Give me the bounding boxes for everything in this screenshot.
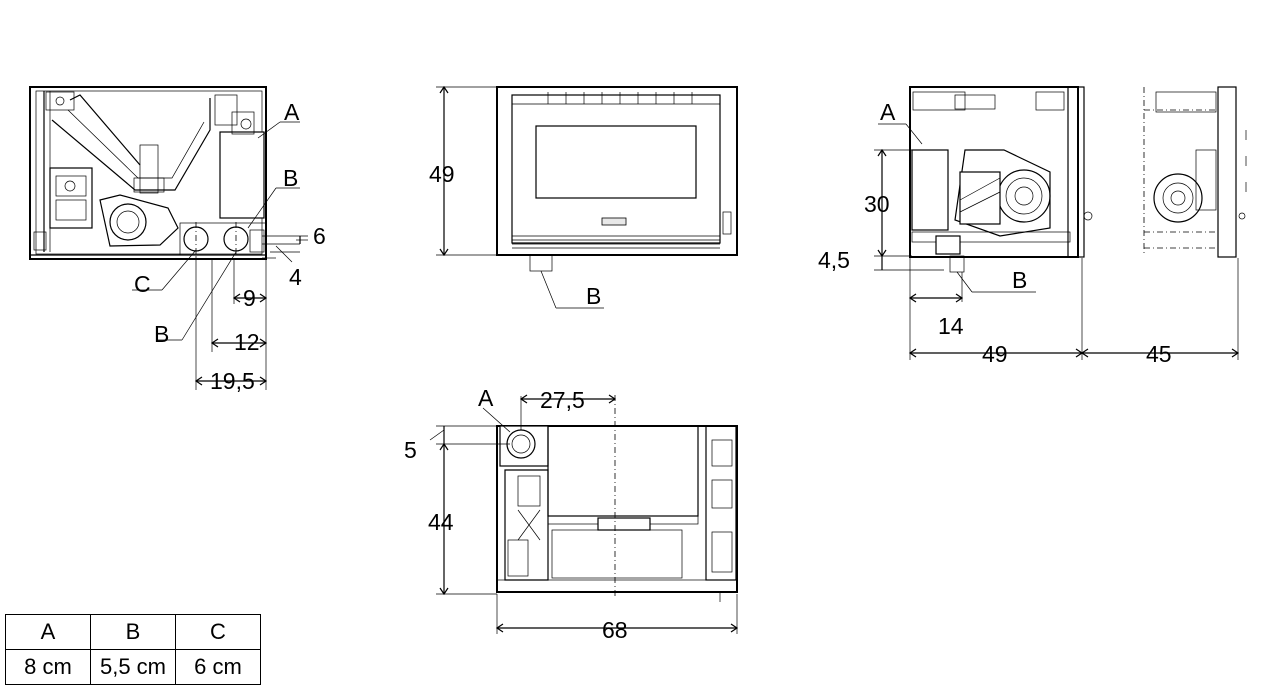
legend-value-row: 8 cm 5,5 cm 6 cm: [5, 649, 261, 685]
dim-side-45: 45: [1146, 341, 1172, 367]
dim-front-4: 4: [289, 264, 302, 290]
view-side-extended: [1143, 86, 1247, 258]
label-side-B: B: [1012, 267, 1027, 293]
dim-side-14: 14: [938, 313, 964, 339]
dim-top-44: 44: [428, 509, 454, 535]
legend-header-b: B: [90, 614, 176, 650]
label-front-B-left: B: [154, 321, 169, 347]
dim-top-5: 5: [404, 437, 417, 463]
label-top-A: A: [478, 385, 494, 411]
outlet-size-legend: A B C 8 cm 5,5 cm 6 cm: [5, 614, 261, 685]
label-center-B: B: [586, 283, 601, 309]
dim-top-68: 68: [602, 617, 628, 643]
dim-front-9: 9: [243, 285, 256, 311]
view-front-closed: [436, 85, 738, 309]
dim-side-49: 49: [982, 341, 1008, 367]
legend-value-c: 6 cm: [175, 649, 261, 685]
legend-value-a: 8 cm: [5, 649, 91, 685]
dim-top-27-5: 27,5: [540, 387, 585, 413]
view-front-open: [29, 86, 308, 390]
dim-front-12: 12: [234, 329, 260, 355]
legend-header-c: C: [175, 614, 261, 650]
legend-value-b: 5,5 cm: [90, 649, 176, 685]
dim-center-49: 49: [429, 161, 455, 187]
dim-front-19-5: 19,5: [210, 368, 255, 394]
view-top: [429, 394, 739, 634]
dim-side-30: 30: [864, 191, 890, 217]
view-side: [874, 86, 1240, 360]
label-side-A: A: [880, 99, 896, 125]
dim-side-4-5: 4,5: [818, 247, 850, 273]
label-front-A: A: [284, 99, 300, 125]
legend-header-row: A B C: [5, 614, 261, 650]
dim-front-6: 6: [313, 223, 326, 249]
label-front-C: C: [134, 271, 151, 297]
legend-header-a: A: [5, 614, 91, 650]
label-front-B-right: B: [283, 165, 298, 191]
